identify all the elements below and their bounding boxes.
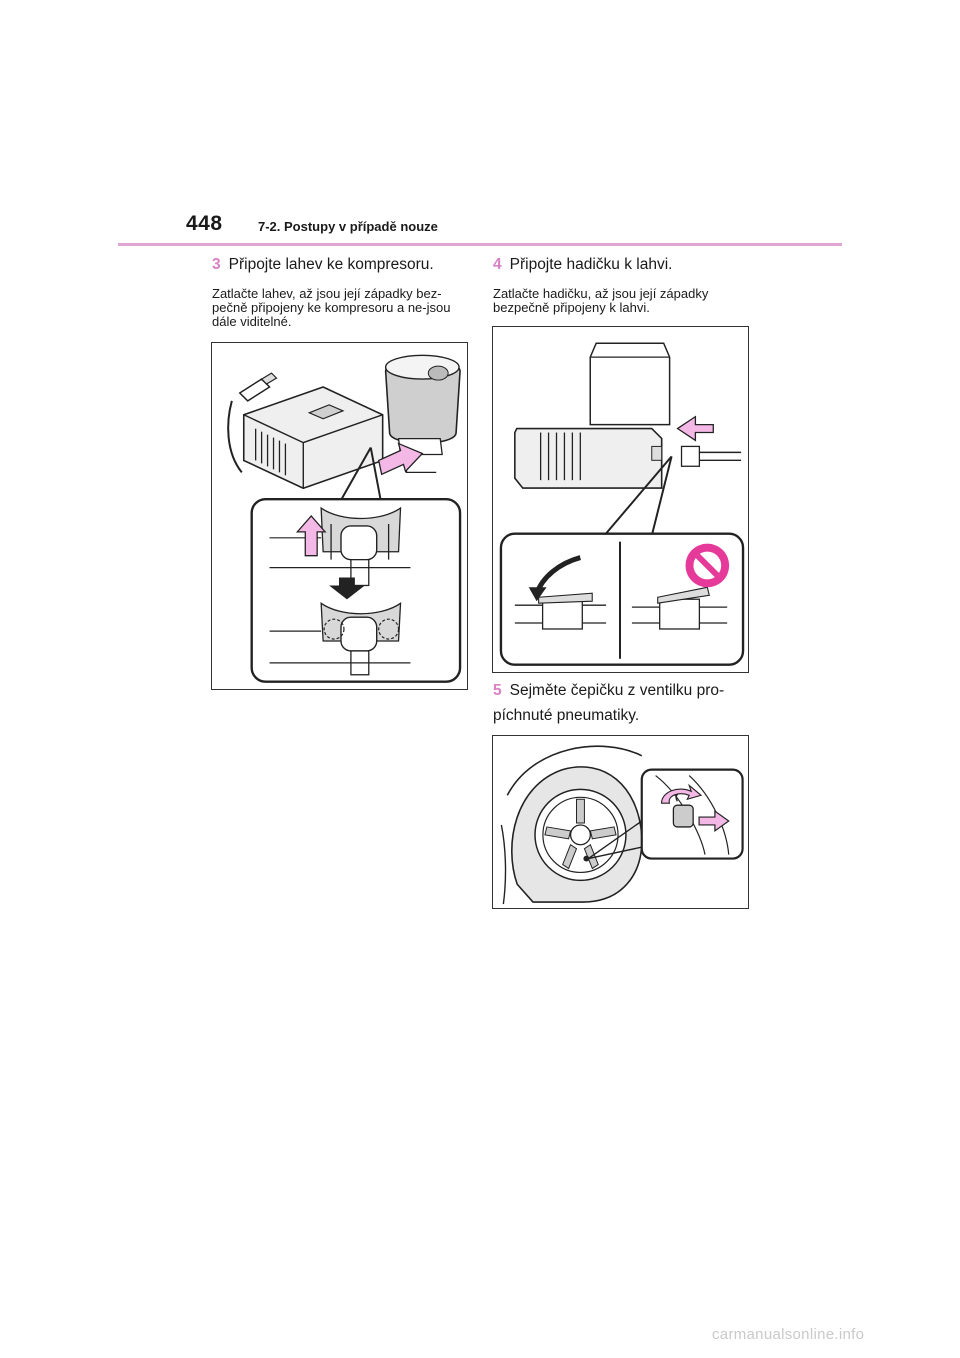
step-3-title: Připojte lahev ke kompresoru. <box>228 256 434 273</box>
step-4-body: Zatlačte hadičku, až jsou její západky b… <box>493 286 709 315</box>
step-3-body: Zatlačte lahev, až jsou její západky bez… <box>212 286 451 329</box>
compressor-bottle-drawing <box>227 354 462 683</box>
compressor-bottle-illustration <box>211 342 468 690</box>
section-title: 7-2. Postupy v případě nouze <box>258 219 438 234</box>
header-divider <box>118 243 842 246</box>
step-5-number: 5 <box>493 682 502 699</box>
watermark: carmanualsonline.info <box>712 1326 865 1343</box>
hose-bottle-illustration <box>492 326 749 673</box>
step-3-heading: 3 Připojte lahev ke kompresoru. <box>212 254 474 276</box>
step-5-title: Sejměte čepičku z ventilku pro-píchnuté … <box>493 682 725 724</box>
hose-bottle-drawing <box>499 342 745 666</box>
page-number: 448 <box>186 212 223 235</box>
step-4-title: Připojte hadičku k lahvi. <box>509 256 673 273</box>
step-4-heading: 4 Připojte hadičku k lahvi. <box>493 254 755 276</box>
valve-cap-drawing <box>500 745 744 905</box>
step-4-number: 4 <box>493 256 502 273</box>
valve-cap-illustration <box>492 735 749 909</box>
step-3-number: 3 <box>212 256 221 273</box>
